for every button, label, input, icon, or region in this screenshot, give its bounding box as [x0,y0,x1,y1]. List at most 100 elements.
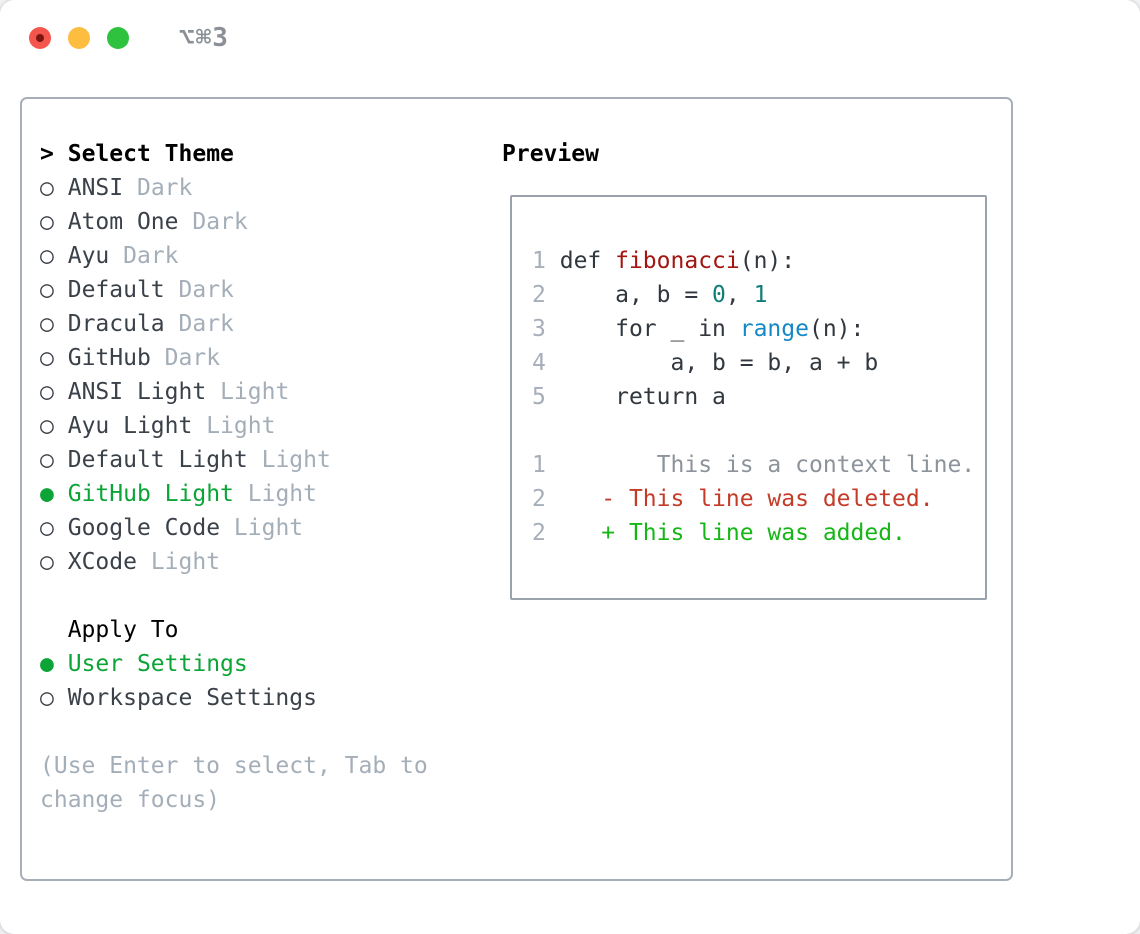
theme-name: Atom One [67,209,179,235]
theme-option-dracula[interactable]: ○ Dracula Dark [40,307,502,341]
theme-tag: Light [220,379,290,405]
code-segment-plain: for _ in [559,316,740,342]
theme-tag: Dark [136,175,193,201]
theme-option-atom-one[interactable]: ○ Atom One Dark [40,205,502,239]
theme-name: ANSI Light [67,379,207,405]
apply-option-label: User Settings [67,651,248,677]
radio-icon: ○ [40,175,54,201]
radio-icon: ○ [40,243,54,269]
hint-line-1: (Use Enter to select, Tab to [40,753,428,779]
line-number: 2 [532,486,546,512]
theme-name: Google Code [67,515,221,541]
radio-icon: ○ [40,515,54,541]
window-title: ⌥⌘3 [179,23,229,53]
preview-line: 2 a, b = 0, 1 [532,278,985,312]
theme-name: GitHub [67,345,151,371]
radio-icon: ○ [40,379,54,405]
line-number: 1 [532,452,546,478]
line-number: 2 [532,520,546,546]
cursor-icon: > [40,141,54,167]
theme-name: GitHub Light [67,481,234,507]
line-number: 5 [532,384,546,410]
radio-icon: ○ [40,277,54,303]
theme-name: Ayu [67,243,110,269]
close-button[interactable] [29,27,51,49]
theme-picker-panel: > Select Theme ○ ANSI Dark○ Atom One Dar… [20,97,1013,881]
theme-list: ○ ANSI Dark○ Atom One Dark○ Ayu Dark○ De… [40,171,502,579]
line-number: 2 [532,282,546,308]
theme-option-ansi-light[interactable]: ○ ANSI Light Light [40,375,502,409]
theme-name: ANSI [67,175,124,201]
radio-icon: ○ [40,549,54,575]
line-number: 4 [532,350,546,376]
code-segment-plain: (n): [739,248,796,274]
radio-icon: ○ [40,413,54,439]
theme-option-ayu-light[interactable]: ○ Ayu Light Light [40,409,502,443]
select-theme-header: > Select Theme [40,137,502,171]
theme-option-google-code[interactable]: ○ Google Code Light [40,511,502,545]
apply-option-label: Workspace Settings [67,685,317,711]
preview-line: 5 return a [532,380,985,414]
line-number: 3 [532,316,546,342]
apply-to-header: Apply To [67,617,179,643]
radio-selected-icon: ● [40,481,54,507]
code-segment-plain: return a [559,384,726,410]
zoom-button[interactable] [107,27,129,49]
theme-tag: Light [150,549,221,575]
theme-option-github-light[interactable]: ● GitHub Light Light [40,477,502,511]
radio-selected-icon: ● [40,651,54,677]
theme-option-default[interactable]: ○ Default Dark [40,273,502,307]
theme-option-ansi[interactable]: ○ ANSI Dark [40,171,502,205]
theme-list-column: > Select Theme ○ ANSI Dark○ Atom One Dar… [40,137,502,879]
theme-option-github[interactable]: ○ GitHub Dark [40,341,502,375]
code-segment-del: - This line was deleted. [559,486,934,512]
code-segment-plain: a, b = b, a + b [559,350,879,376]
preview-line: 1 def fibonacci(n): [532,244,985,278]
preview-line: 2 + This line was added. [532,516,985,550]
theme-tag: Dark [164,345,221,371]
theme-name: Default [67,277,165,303]
code-segment-num: 1 [753,282,768,308]
minimize-button[interactable] [68,27,90,49]
apply-to-list: ● User Settings○ Workspace Settings [40,647,502,715]
theme-name: XCode [67,549,137,575]
preview-line: 1 This is a context line. [532,448,985,482]
theme-tag: Light [233,515,304,541]
spacer [40,715,502,749]
code-segment-func: fibonacci [615,248,740,274]
titlebar: ⌥⌘3 [0,0,1140,76]
theme-tag: Dark [178,311,234,337]
line-number: 1 [532,248,546,274]
code-segment-add: + This line was added. [559,520,906,546]
code-segment-plain: (n): [808,316,865,342]
select-theme-title: Select Theme [67,141,234,167]
theme-name: Ayu Light [67,413,193,439]
spacer [40,579,502,613]
code-segment-plain: def [559,248,616,274]
code-segment-ctx: This is a context line. [559,452,976,478]
preview-title: Preview [502,141,599,167]
apply-option-user-settings[interactable]: ● User Settings [40,647,502,681]
theme-tag: Light [247,481,317,507]
radio-icon: ○ [40,447,54,473]
preview-line: 4 a, b = b, a + b [532,346,985,380]
theme-tag: Dark [178,277,234,303]
theme-option-xcode[interactable]: ○ XCode Light [40,545,502,579]
theme-tag: Dark [192,209,248,235]
radio-icon: ○ [40,311,54,337]
theme-option-ayu[interactable]: ○ Ayu Dark [40,239,502,273]
preview-column: Preview 1 def fibonacci(n):2 a, b = 0, 1… [502,137,1011,879]
preview-line: 3 for _ in range(n): [532,312,985,346]
radio-icon: ○ [40,209,54,235]
theme-option-default-light[interactable]: ○ Default Light Light [40,443,502,477]
radio-icon: ○ [40,345,54,371]
preview-line [532,414,985,448]
theme-name: Default Light [67,447,248,473]
theme-name: Dracula [67,311,165,337]
hint-line-2: change focus) [40,787,221,813]
apply-option-workspace-settings[interactable]: ○ Workspace Settings [40,681,502,715]
theme-tag: Light [206,413,276,439]
code-segment-num: 0 [712,282,726,308]
